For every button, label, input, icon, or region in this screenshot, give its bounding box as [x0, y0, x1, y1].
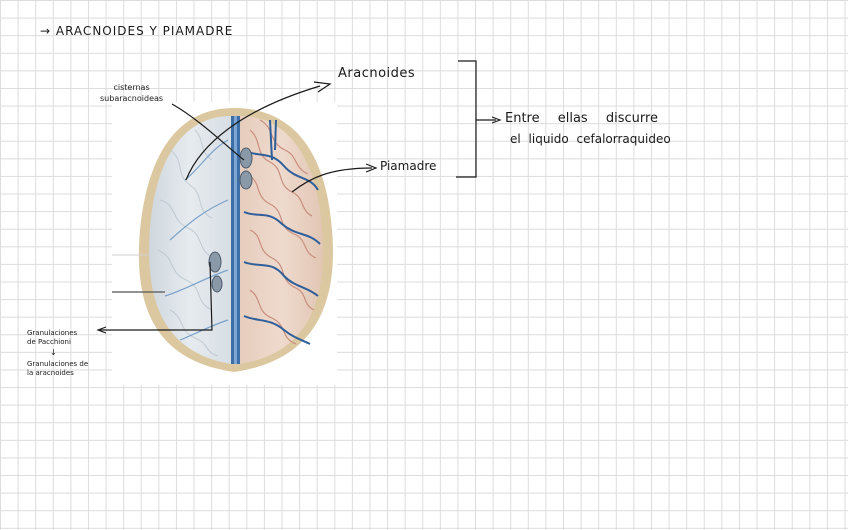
- brain-illustration: [0, 0, 848, 530]
